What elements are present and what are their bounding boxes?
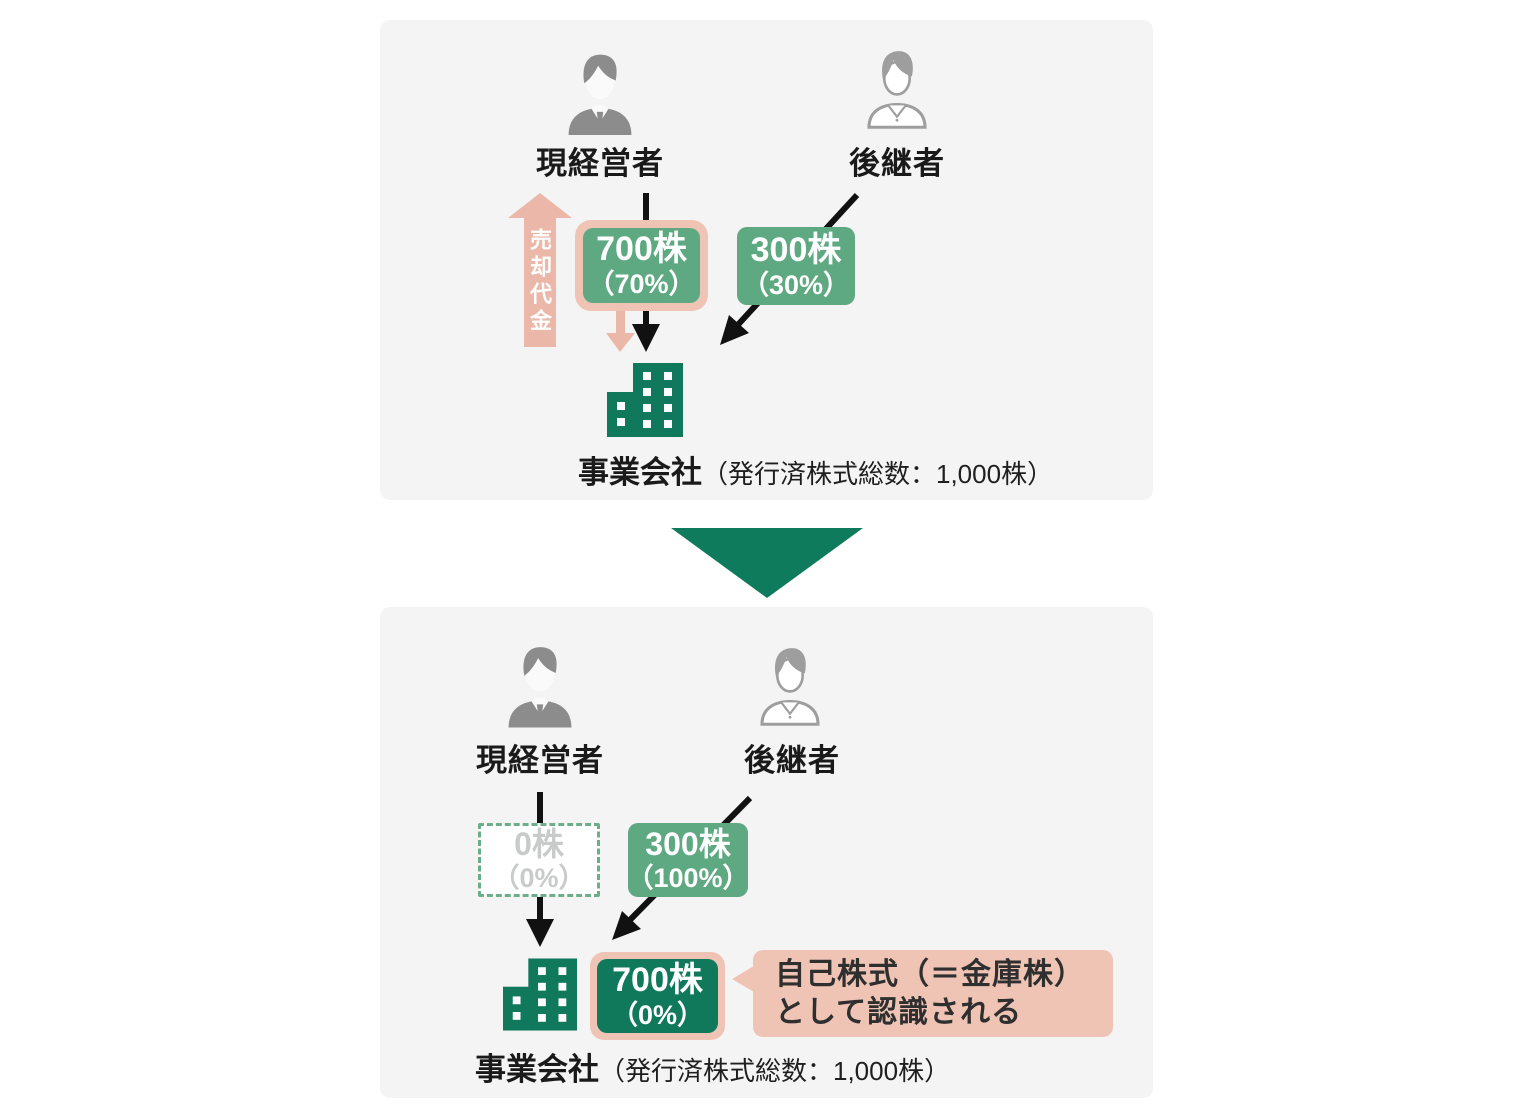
successor-label: 後継者 xyxy=(744,743,840,778)
pink-down-arrow-head xyxy=(606,333,635,352)
successor-shares-value: 300株 xyxy=(750,230,842,269)
successor-person-icon xyxy=(862,43,932,131)
callout-line2: として認識される xyxy=(775,995,1023,1029)
proceeds-label: 売却代金 xyxy=(527,228,552,336)
pink-down-arrow-shaft xyxy=(616,300,625,333)
company-note: （発行済株式総数：1,000株） xyxy=(599,1056,951,1086)
successor-shares-percent: （100%） xyxy=(626,862,750,893)
owner-label: 現経営者 xyxy=(476,743,604,778)
owner-zero-shares-value: 0株 xyxy=(514,826,564,862)
treasury-shares-value: 700株 xyxy=(612,960,703,999)
company-building-icon xyxy=(607,363,683,437)
successor-label: 後継者 xyxy=(849,146,945,181)
company-name: 事業会社 xyxy=(578,455,702,490)
treasury-shares-badge: 700株 （0%） xyxy=(597,959,718,1033)
panel-before: 現経営者 後継者 売却代金 700株 （70%） 300株 （30%） xyxy=(380,20,1153,500)
owner-zero-shares-percent: （0%） xyxy=(492,863,586,893)
owner-zero-shares-box: 0株 （0%） xyxy=(478,823,600,897)
owner-to-company-arrow-head xyxy=(632,324,660,352)
owner-to-company-arrow-head xyxy=(526,919,554,947)
company-label: 事業会社（発行済株式総数：1,000株） xyxy=(578,447,1053,492)
owner-label: 現経営者 xyxy=(536,146,664,181)
company-building-icon xyxy=(503,958,577,1031)
successor-to-company-arrow-head xyxy=(612,911,641,940)
company-note: （発行済株式総数：1,000株） xyxy=(702,459,1054,489)
successor-shares-badge: 300株 （100%） xyxy=(626,823,750,897)
successor-person-icon xyxy=(755,640,825,728)
successor-to-company-arrow-head xyxy=(720,315,749,345)
treasury-shares-badge-frame: 700株 （0%） xyxy=(590,952,725,1040)
proceeds-up-arrow xyxy=(508,193,572,347)
owner-shares-value: 700株 xyxy=(596,230,687,268)
successor-shares-value: 300株 xyxy=(645,825,731,862)
callout-tail xyxy=(732,966,754,992)
treasury-callout: 自己株式（＝金庫株） として認識される xyxy=(732,950,1113,1037)
company-name: 事業会社 xyxy=(475,1052,599,1087)
owner-shares-badge-frame: 700株 （70%） xyxy=(575,220,708,311)
owner-person-icon xyxy=(563,50,637,135)
treasury-shares-percent: （0%） xyxy=(610,999,705,1030)
company-label: 事業会社（発行済株式総数：1,000株） xyxy=(475,1044,950,1089)
successor-shares-percent: （30%） xyxy=(741,269,851,300)
owner-shares-badge: 700株 （70%） xyxy=(583,228,700,303)
callout-line1: 自己株式（＝金庫株） xyxy=(775,957,1085,991)
panel-after: 現経営者 後継者 0株 （0%） 300株 （100%） xyxy=(380,607,1153,1098)
owner-person-icon xyxy=(503,642,577,728)
successor-shares-badge: 300株 （30%） xyxy=(737,227,855,305)
owner-shares-percent: （70%） xyxy=(587,269,696,299)
transition-arrow-triangle xyxy=(671,528,863,598)
